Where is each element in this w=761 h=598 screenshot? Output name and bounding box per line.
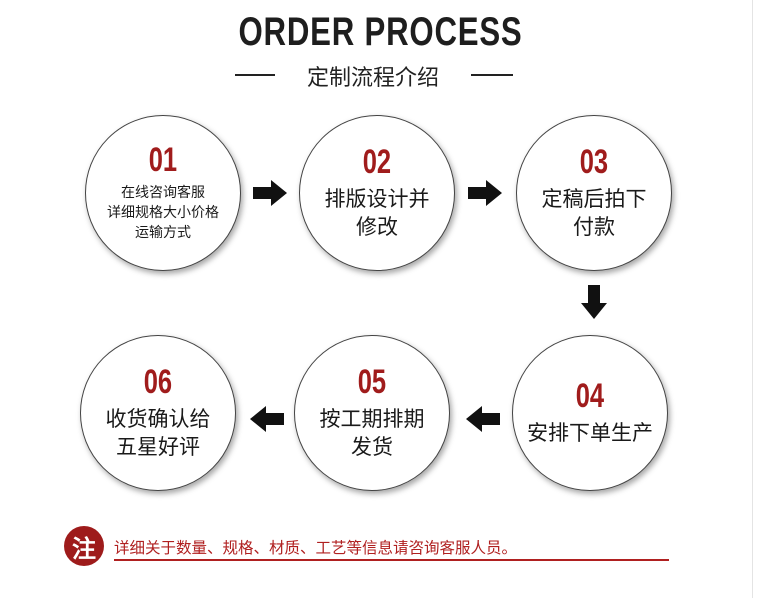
step-06-circle: 06 收货确认给 五星好评 [80,335,236,491]
arrow-left-icon [466,406,500,432]
step-03-circle: 03 定稿后拍下 付款 [516,115,672,271]
step-text-line: 安排下单生产 [527,421,653,445]
step-04-circle: 04 安排下单生产 [512,335,668,491]
step-text-line: 收货确认给 [105,407,211,431]
arrow-right-icon [253,180,287,206]
arrow-left-icon [250,406,284,432]
step-01-circle: 01 在线咨询客服 详细规格大小价格 运输方式 [85,115,241,271]
note-row: 注 详细关于数量、规格、材质、工艺等信息请咨询客服人员。 [64,522,669,570]
arrow-right-icon [468,180,502,206]
step-text-line: 发货 [351,435,393,459]
subtitle-row: 定制流程介绍 [0,60,761,92]
step-text-line: 修改 [356,215,398,239]
step-text-line: 按工期排期 [319,407,425,431]
note-text: 详细关于数量、规格、材质、工艺等信息请咨询客服人员。 [114,539,518,557]
step-text-line: 详细规格大小价格 [107,205,219,221]
step-text-line: 付款 [573,215,615,239]
step-number: 03 [579,143,609,181]
page-subtitle: 定制流程介绍 [306,66,439,91]
step-text-line: 五星好评 [116,435,200,459]
step-05-circle: 05 按工期排期 发货 [294,335,450,491]
step-text-line: 在线咨询客服 [121,185,205,201]
subtitle-left-line [235,74,275,76]
step-number: 02 [362,143,392,181]
step-number: 06 [143,363,173,401]
arrow-down-icon [581,285,607,319]
note-underline [114,559,669,561]
step-number: 04 [575,377,605,415]
page-title: ORDER PROCESS [238,10,523,54]
step-02-circle: 02 排版设计并 修改 [299,115,455,271]
step-text-line: 运输方式 [135,225,191,241]
step-number: 01 [148,141,178,179]
step-text-line: 定稿后拍下 [541,187,647,211]
step-text-line: 排版设计并 [324,187,430,211]
subtitle-right-line [471,74,513,76]
step-number: 05 [357,363,387,401]
edge-divider [752,0,753,598]
note-badge: 注 [64,526,104,566]
